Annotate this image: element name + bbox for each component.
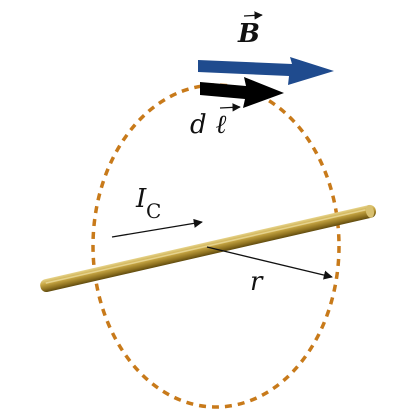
field-symbol: B xyxy=(237,19,260,49)
dl-prefix: d xyxy=(190,110,207,140)
dl-overarrow-icon xyxy=(219,103,241,112)
current-symbol: I xyxy=(135,184,147,214)
dl-label: d ℓ xyxy=(190,103,241,140)
field-label: B xyxy=(237,11,263,49)
amperian-loop xyxy=(91,83,341,409)
radius-label: r xyxy=(250,267,264,297)
dl-vector-arrow xyxy=(200,77,284,108)
field-overarrow-icon xyxy=(243,11,263,20)
current-direction-arrow-icon xyxy=(111,218,203,238)
current-label: I C xyxy=(135,184,161,223)
dl-symbol: ℓ xyxy=(216,110,227,140)
current-subscript: C xyxy=(146,199,161,223)
current-wire xyxy=(40,204,377,293)
radius-vector-arrow-icon xyxy=(206,246,333,280)
field-vector-arrow xyxy=(198,57,334,85)
